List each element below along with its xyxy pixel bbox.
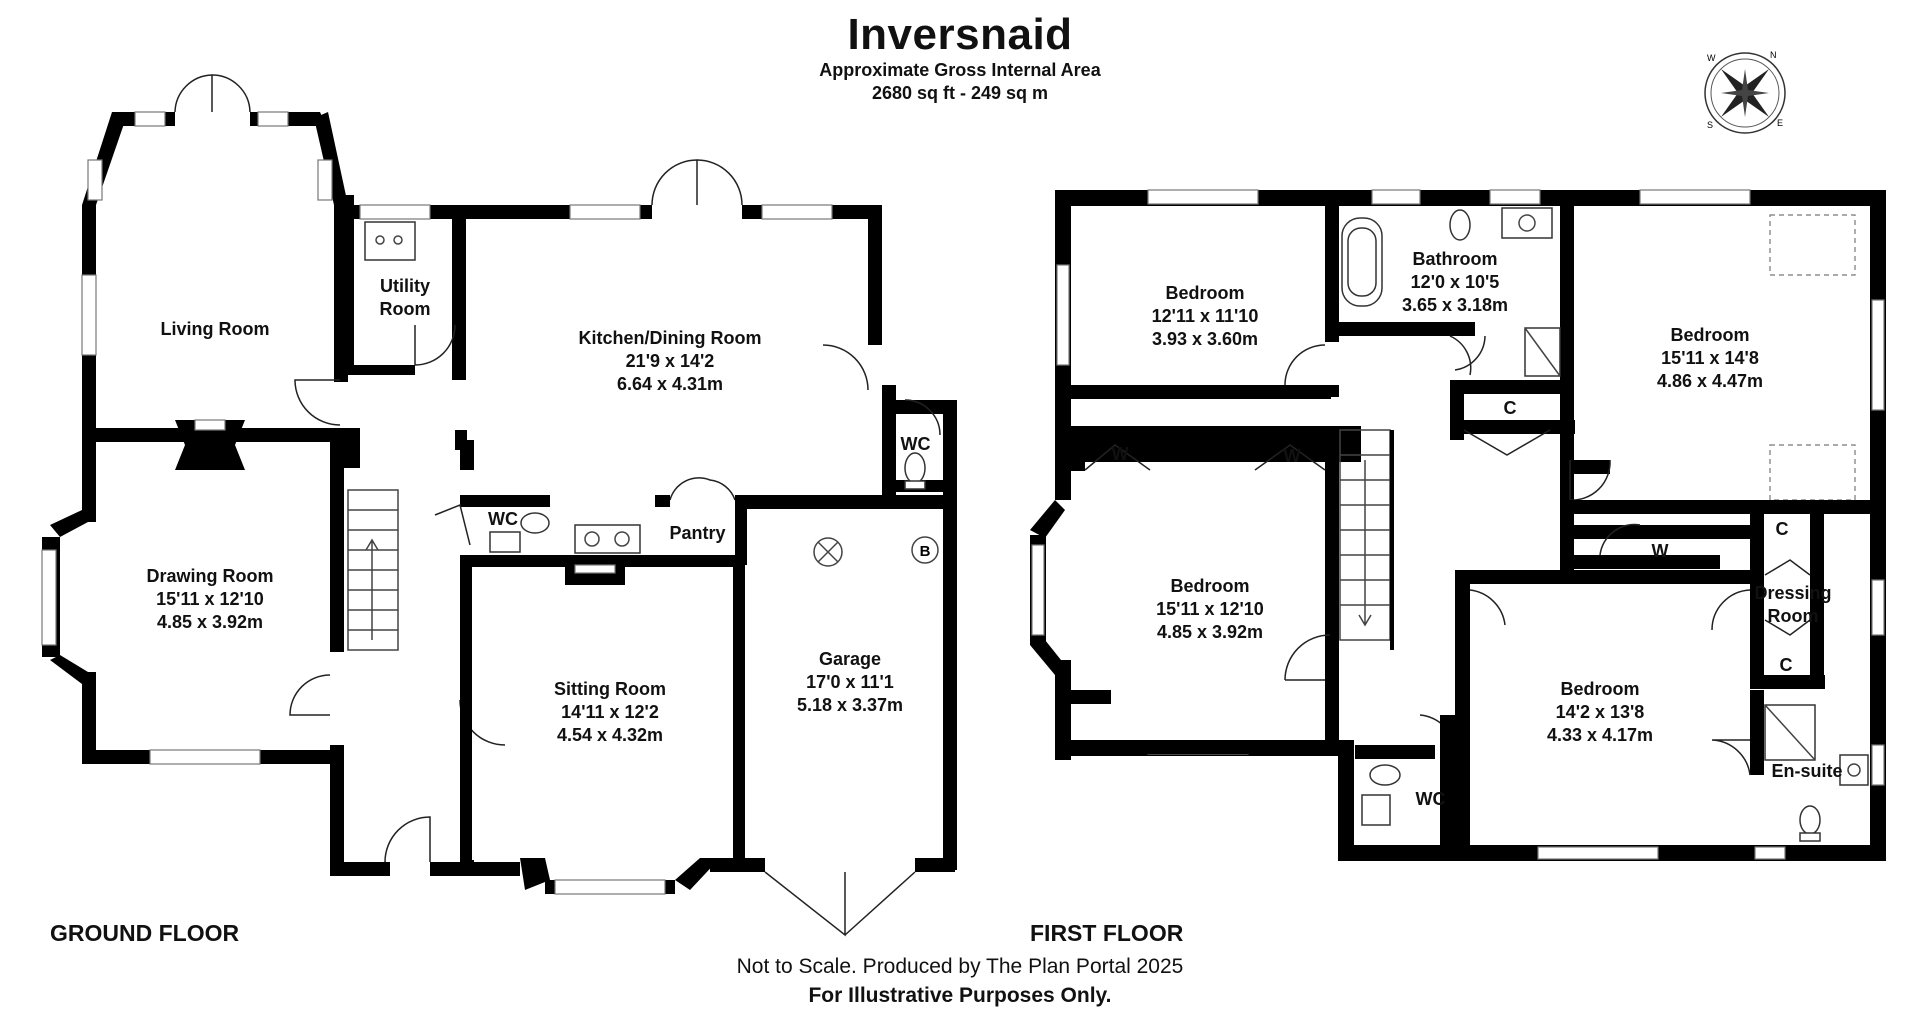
- room-imperial: 12'11 x 11'10: [1151, 305, 1259, 326]
- garage-walls: B: [735, 399, 957, 937]
- room-name: Bedroom: [1170, 576, 1250, 596]
- room-name: Pantry: [669, 523, 726, 543]
- room-pantry: Pantry: [660, 522, 735, 545]
- room-kitchen: Kitchen/Dining Room 21'9 x 14'2 6.64 x 4…: [540, 327, 800, 396]
- bathroom-fixtures: [1325, 206, 1561, 377]
- room-name: Sitting Room: [554, 679, 666, 699]
- room-name: Utility Room: [379, 276, 431, 319]
- room-metric: 3.65 x 3.18m: [1401, 294, 1509, 315]
- room-name: Bathroom: [1412, 249, 1498, 269]
- room-bedroom-3: Bedroom 15'11 x 12'10 4.85 x 3.92m: [1110, 575, 1310, 644]
- first-floor-stairs: [1339, 429, 1394, 650]
- skylight-2: [1769, 444, 1856, 501]
- room-imperial: 15'11 x 12'10: [156, 588, 264, 609]
- room-name: Bedroom: [1165, 283, 1245, 303]
- room-imperial: 21'9 x 14'2: [625, 350, 715, 371]
- room-name: En-suite: [1771, 761, 1843, 781]
- room-wc-first: WC: [1408, 788, 1453, 811]
- ground-floor-plan: B: [41, 74, 957, 937]
- room-imperial: 14'2 x 13'8: [1555, 701, 1645, 722]
- sitting-room-walls: [520, 477, 747, 895]
- room-bathroom: Bathroom 12'0 x 10'5 3.65 x 3.18m: [1375, 248, 1535, 317]
- hall-stairs: [330, 428, 520, 876]
- utility-sink: [364, 221, 416, 261]
- chimney: [82, 419, 342, 470]
- compass-s: S: [1707, 120, 1713, 130]
- room-imperial: 12'0 x 10'5: [1410, 271, 1500, 292]
- room-metric: 4.85 x 3.92m: [156, 611, 264, 632]
- room-bedroom-4: Bedroom 14'2 x 13'8 4.33 x 4.17m: [1500, 678, 1700, 747]
- room-name: Drawing Room: [146, 566, 274, 586]
- ensuite-fixtures: [1711, 690, 1869, 842]
- compass-e: E: [1777, 118, 1783, 128]
- compass-icon: N E S W: [1704, 50, 1786, 134]
- room-metric: 3.93 x 3.60m: [1151, 328, 1259, 349]
- room-wc-hall: WC: [478, 508, 528, 531]
- room-name: Kitchen/Dining Room: [578, 328, 762, 348]
- room-metric: 6.64 x 4.31m: [616, 373, 724, 394]
- boiler-label: B: [920, 543, 931, 560]
- room-wc-garage: WC: [893, 433, 938, 456]
- cupboard-c3: C: [1779, 655, 1793, 675]
- area-subtitle: Approximate Gross Internal Area: [819, 60, 1101, 80]
- room-imperial: 15'11 x 12'10: [1156, 598, 1264, 619]
- drawing-room-walls: [41, 442, 344, 863]
- room-drawing: Drawing Room 15'11 x 12'10 4.85 x 3.92m: [110, 565, 310, 634]
- ground-wc: [434, 495, 660, 865]
- room-name: Dressing Room: [1754, 583, 1832, 626]
- garage-wc: [882, 452, 957, 492]
- first-floor-plan: [1030, 189, 1886, 861]
- cupboard-c2: C: [1775, 519, 1789, 539]
- room-imperial: 17'0 x 11'1: [806, 671, 894, 692]
- room-name: Bedroom: [1670, 325, 1750, 345]
- page-title: Inversnaid: [847, 10, 1073, 59]
- footer-credit: Not to Scale. Produced by The Plan Porta…: [736, 955, 1184, 978]
- room-name: WC: [1415, 789, 1446, 809]
- area-size: 2680 sq ft - 249 sq m: [871, 83, 1049, 103]
- room-dressing: Dressing Room: [1748, 582, 1838, 628]
- living-room-walls: [81, 74, 348, 428]
- room-imperial: 14'11 x 12'2: [561, 701, 659, 722]
- room-utility: Utility Room: [360, 275, 450, 321]
- room-bedroom-2: Bedroom 15'11 x 14'8 4.86 x 4.47m: [1615, 324, 1805, 393]
- room-living: Living Room: [135, 318, 295, 341]
- room-metric: 4.85 x 3.92m: [1156, 621, 1264, 642]
- bath-cupboard: [1450, 380, 1574, 456]
- room-metric: 4.86 x 4.47m: [1656, 370, 1764, 391]
- cupboard-c1: C: [1503, 398, 1517, 418]
- compass-n: N: [1770, 50, 1777, 60]
- first-floor-wc: [1340, 714, 1456, 860]
- footer-disclaimer: For Illustrative Purposes Only.: [808, 984, 1112, 1007]
- room-metric: 4.54 x 4.32m: [556, 724, 664, 745]
- compass-w: W: [1707, 53, 1716, 63]
- skylight-1: [1769, 214, 1856, 276]
- wardrobe-w2: W: [1283, 446, 1301, 466]
- living-door: [294, 379, 341, 426]
- room-name: WC: [488, 509, 518, 529]
- room-metric: 4.33 x 4.17m: [1546, 724, 1654, 745]
- room-bedroom-1: Bedroom 12'11 x 11'10 3.93 x 3.60m: [1110, 282, 1300, 351]
- room-name: Bedroom: [1560, 679, 1640, 699]
- landing-walls: [1455, 505, 1825, 850]
- room-garage: Garage 17'0 x 11'1 5.18 x 3.37m: [760, 648, 940, 717]
- ground-floor-label: GROUND FLOOR: [50, 920, 240, 946]
- room-imperial: 15'11 x 14'8: [1661, 347, 1759, 368]
- first-floor-label: FIRST FLOOR: [1030, 920, 1184, 946]
- room-name: Garage: [818, 649, 882, 669]
- kitchen-walls: [334, 159, 896, 505]
- utility-door: [414, 324, 456, 366]
- room-sitting: Sitting Room 14'11 x 12'2 4.54 x 4.32m: [510, 678, 710, 747]
- room-name: WC: [900, 434, 931, 454]
- wardrobes: [1071, 426, 1326, 471]
- room-metric: 5.18 x 3.37m: [796, 694, 904, 715]
- wardrobe-w3: W: [1651, 541, 1669, 561]
- wardrobe-w1: W: [1111, 444, 1129, 464]
- room-name: Living Room: [160, 319, 270, 339]
- room-ensuite: En-suite: [1762, 760, 1852, 783]
